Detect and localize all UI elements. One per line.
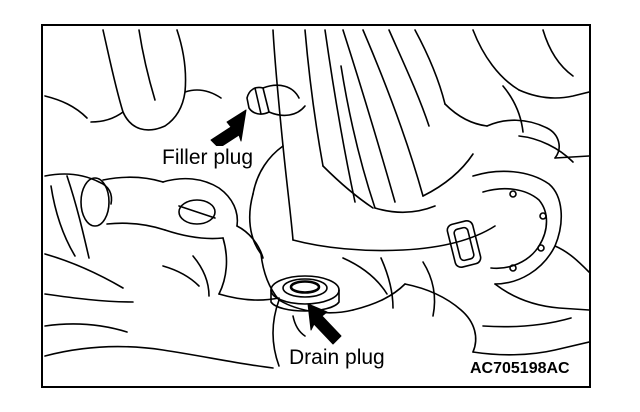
linkage-area bbox=[162, 177, 280, 301]
right-components bbox=[472, 29, 589, 163]
upper-left-hose bbox=[44, 29, 222, 131]
filler-plug-arrow bbox=[210, 109, 247, 149]
rear-cover bbox=[446, 170, 589, 311]
filler-plug-label: Filler plug bbox=[160, 146, 256, 169]
case-housing bbox=[248, 29, 496, 255]
figure-frame: Filler plug Drain plug AC705198AC bbox=[41, 24, 591, 388]
drain-plug-arrow bbox=[307, 303, 342, 345]
transfer-case-illustration bbox=[44, 29, 589, 369]
filler-plug-part bbox=[246, 84, 306, 117]
left-pipes bbox=[44, 173, 166, 303]
drain-plug-label: Drain plug bbox=[287, 346, 387, 369]
figure-code: AC705198AC bbox=[470, 360, 570, 377]
drain-plug-part bbox=[270, 275, 340, 337]
